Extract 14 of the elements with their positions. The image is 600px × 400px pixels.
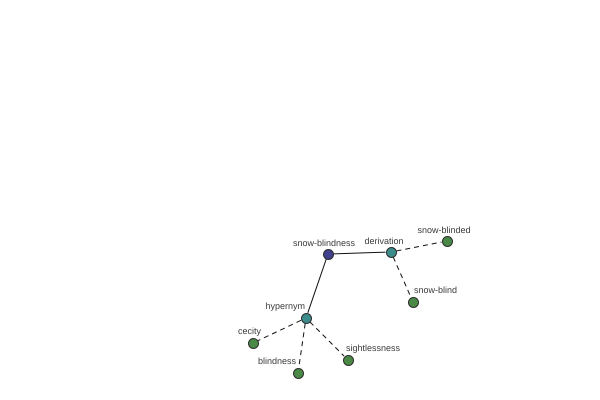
connector-line xyxy=(307,258,327,314)
node-label: sightlessness xyxy=(346,343,400,354)
dashed-connector-line xyxy=(396,242,442,252)
node-label: cecity xyxy=(238,326,261,337)
dashed-connector-line xyxy=(309,321,345,357)
connector-line xyxy=(333,252,386,254)
node-label: derivation xyxy=(364,236,404,247)
dashed-connector-line xyxy=(257,320,302,342)
dashed-connector-line xyxy=(392,256,412,298)
node-label: snow-blinded xyxy=(417,225,471,236)
node-label: blindness xyxy=(258,356,296,367)
node-label: hypernym xyxy=(265,301,305,312)
node-label: snow-blindness xyxy=(292,238,356,249)
node-label: snow-blind xyxy=(414,285,458,296)
